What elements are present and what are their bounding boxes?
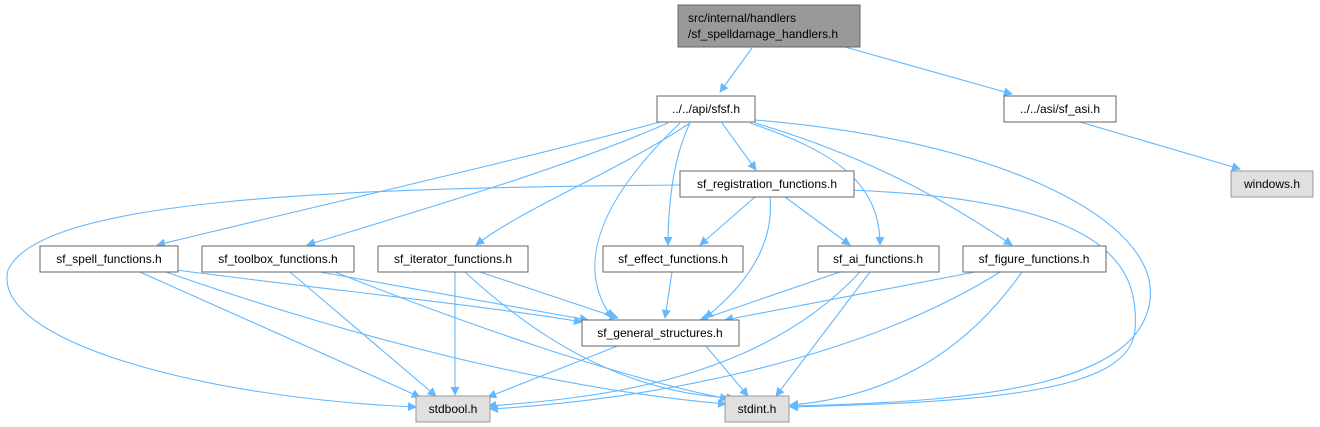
edge-sfsf-to-figure	[754, 122, 1013, 246]
node-windows-label: windows.h	[1243, 177, 1300, 191]
node-ai[interactable]: sf_ai_functions.h	[817, 245, 940, 273]
edge-effect-to-general	[661, 271, 673, 319]
node-registration-label: sf_registration_functions.h	[697, 177, 837, 191]
edge-toolbox-to-stdbool	[289, 271, 437, 397]
node-stdint-label: stdint.h	[738, 402, 777, 416]
node-sf-asi-label: ../../asi/sf_asi.h	[1020, 102, 1100, 116]
edge-root-to-sf-asi	[844, 46, 1013, 97]
node-toolbox-label: sf_toolbox_functions.h	[218, 252, 337, 266]
edge-iterator-to-general	[479, 271, 619, 320]
node-toolbox[interactable]: sf_toolbox_functions.h	[201, 245, 355, 273]
edge-sfsf-to-stdint	[754, 119, 1151, 411]
node-general-label: sf_general_structures.h	[597, 326, 722, 340]
edge-registration-to-stdbool	[6, 184, 681, 412]
edge-ai-to-stdbool	[487, 271, 861, 410]
node-windows[interactable]: windows.h	[1230, 170, 1314, 198]
edge-registration-to-ai	[784, 196, 851, 246]
edge-ai-to-stdint	[775, 271, 871, 397]
node-figure[interactable]: sf_figure_functions.h	[962, 245, 1107, 273]
edge-sfsf-to-iterator	[475, 122, 691, 246]
edge-registration-to-stdint	[789, 189, 1136, 412]
node-registration[interactable]: sf_registration_functions.h	[679, 170, 855, 198]
root-node-line1: src/internal/handlers	[688, 11, 796, 25]
edge-sf-asi-to-windows	[1079, 121, 1241, 172]
edge-sfsf-to-spell	[156, 121, 661, 248]
node-stdbool[interactable]: stdbool.h	[415, 395, 491, 423]
edge-toolbox-to-stdint	[334, 271, 729, 402]
dependency-edges	[6, 46, 1241, 414]
node-general[interactable]: sf_general_structures.h	[581, 319, 740, 347]
edge-general-to-stdbool	[487, 344, 621, 399]
node-sfsf[interactable]: ../../api/sfsf.h	[656, 95, 756, 123]
node-ai-label: sf_ai_functions.h	[833, 252, 923, 266]
edge-sfsf-to-ai	[749, 122, 885, 246]
edge-registration-to-effect	[699, 196, 756, 246]
node-iterator-label: sf_iterator_functions.h	[394, 252, 512, 266]
root-node[interactable]: src/internal/handlers /sf_spelldamage_ha…	[677, 4, 861, 48]
edge-root-to-sfsf	[719, 47, 753, 93]
node-stdbool-label: stdbool.h	[429, 402, 478, 416]
edge-general-to-stdint	[704, 344, 749, 397]
node-sf-asi[interactable]: ../../asi/sf_asi.h	[1003, 95, 1117, 123]
edge-spell-to-stdint	[165, 271, 727, 408]
node-stdint[interactable]: stdint.h	[724, 395, 790, 423]
edge-sfsf-to-toolbox	[306, 122, 669, 247]
node-sfsf-label: ../../api/sfsf.h	[672, 102, 740, 116]
edge-ai-to-general	[699, 271, 841, 322]
edge-sfsf-to-general	[594, 122, 681, 319]
edge-figure-to-stdint	[789, 271, 1023, 409]
node-spell-label: sf_spell_functions.h	[56, 252, 161, 266]
node-spell[interactable]: sf_spell_functions.h	[39, 245, 179, 273]
edge-figure-to-stdbool	[489, 271, 1001, 414]
edge-registration-to-general	[704, 196, 772, 319]
edge-spell-to-stdbool	[139, 271, 421, 398]
root-node-line2: /sf_spelldamage_handlers.h	[688, 27, 838, 41]
node-iterator[interactable]: sf_iterator_functions.h	[377, 245, 529, 273]
node-effect-label: sf_effect_functions.h	[618, 252, 728, 266]
node-effect[interactable]: sf_effect_functions.h	[602, 245, 744, 273]
node-figure-label: sf_figure_functions.h	[979, 252, 1090, 266]
edge-iterator-to-stdint	[464, 271, 736, 403]
edge-figure-to-general	[724, 271, 976, 323]
edge-sfsf-to-registration	[721, 122, 757, 171]
edge-toolbox-to-general	[319, 271, 589, 324]
